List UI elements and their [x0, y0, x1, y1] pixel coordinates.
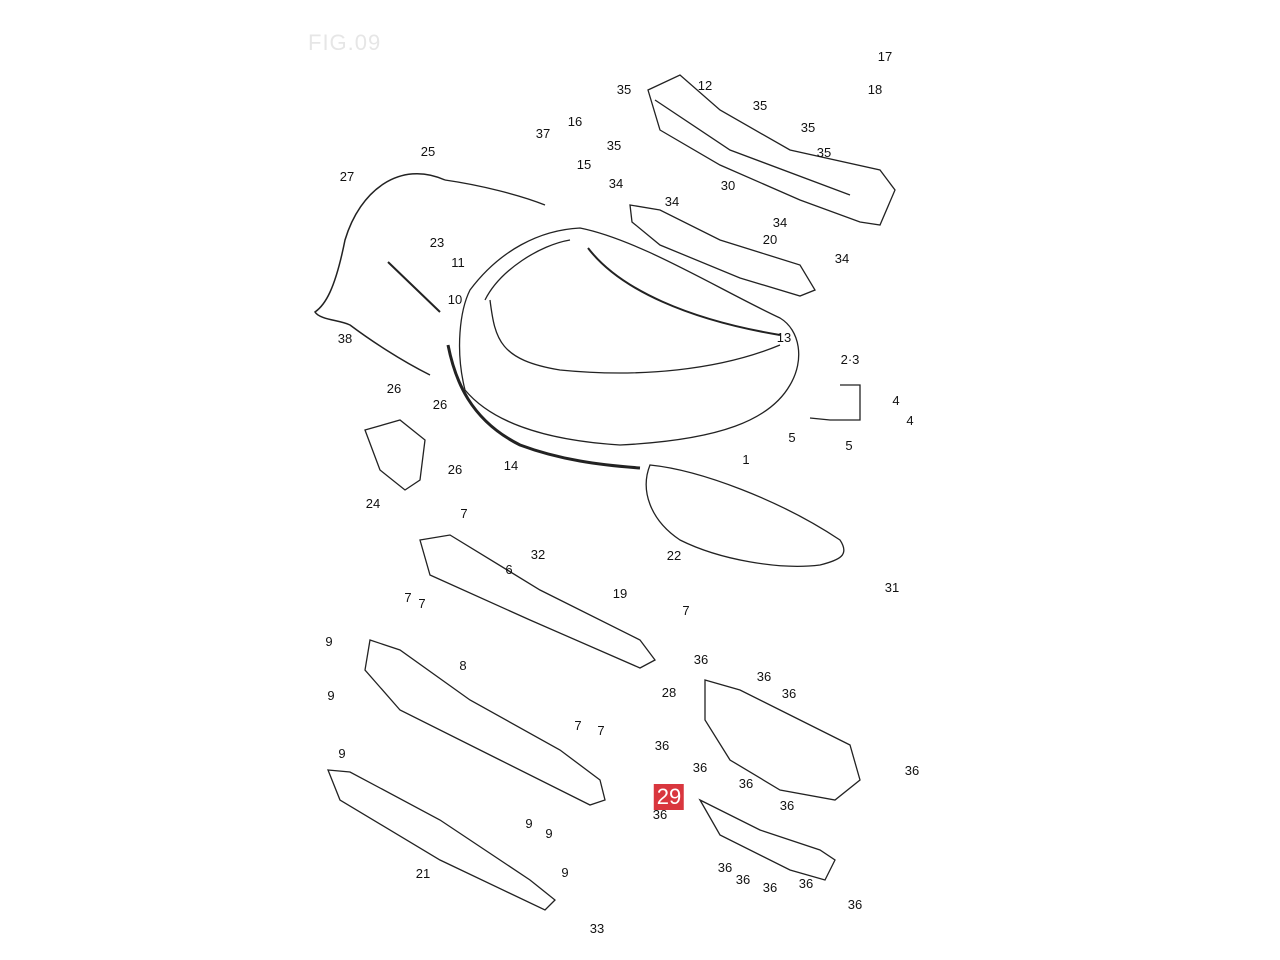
- callout-36[interactable]: 36: [738, 776, 754, 791]
- callout-36[interactable]: 36: [762, 880, 778, 895]
- callout-36[interactable]: 36: [735, 872, 751, 887]
- hood-release-cable: [313, 173, 446, 376]
- cowl-lower-panel: [629, 204, 816, 297]
- callout-17[interactable]: 17: [877, 49, 893, 64]
- callout-24[interactable]: 24: [365, 496, 381, 511]
- callout-9[interactable]: 9: [325, 634, 333, 649]
- callout-36[interactable]: 36: [798, 876, 814, 891]
- callout-13[interactable]: 13: [776, 330, 792, 345]
- callout-9[interactable]: 9: [525, 816, 533, 831]
- hood-insulator: [645, 464, 845, 567]
- callout-23[interactable]: 23: [429, 235, 445, 250]
- callout-7[interactable]: 7: [404, 590, 412, 605]
- callout-14[interactable]: 14: [503, 458, 519, 473]
- callout-30[interactable]: 30: [720, 178, 736, 193]
- callout-7[interactable]: 7: [597, 723, 605, 738]
- callout-9[interactable]: 9: [338, 746, 346, 761]
- callout-4[interactable]: 4: [892, 393, 900, 408]
- callout-36[interactable]: 36: [652, 807, 668, 822]
- callout-9[interactable]: 9: [545, 826, 553, 841]
- lower-crossmember: [327, 769, 556, 911]
- callout-38[interactable]: 38: [337, 331, 353, 346]
- callout-32[interactable]: 32: [530, 547, 546, 562]
- callout-21[interactable]: 21: [415, 866, 431, 881]
- callout-1[interactable]: 1: [742, 452, 750, 467]
- hood-panel: [458, 227, 800, 446]
- air-guide-lower: [698, 798, 836, 881]
- callout-11[interactable]: 11: [451, 255, 465, 270]
- callout-25[interactable]: 25: [420, 144, 436, 159]
- hood-latch: [364, 419, 426, 491]
- callout-18[interactable]: 18: [867, 82, 883, 97]
- callout-35[interactable]: 35: [752, 98, 768, 113]
- callout-28[interactable]: 28: [661, 685, 677, 700]
- callout-5[interactable]: 5: [845, 438, 853, 453]
- hood-front-seal: [446, 344, 641, 470]
- callout-4[interactable]: 4: [906, 413, 914, 428]
- callout-6[interactable]: 6: [505, 562, 513, 577]
- callout-36[interactable]: 36: [692, 760, 708, 775]
- callout-19[interactable]: 19: [612, 586, 628, 601]
- callout-36[interactable]: 36: [717, 860, 733, 875]
- callout-35[interactable]: 35: [616, 82, 632, 97]
- callout-34[interactable]: 34: [608, 176, 624, 191]
- callout-37[interactable]: 37: [535, 126, 551, 141]
- callout-26[interactable]: 26: [386, 381, 402, 396]
- callout-26[interactable]: 26: [432, 397, 448, 412]
- callout-26[interactable]: 26: [447, 462, 463, 477]
- callout-33[interactable]: 33: [589, 921, 605, 936]
- callout-36[interactable]: 36: [847, 897, 863, 912]
- callout-36[interactable]: 36: [781, 686, 797, 701]
- cowl-top-panel: [647, 74, 896, 226]
- callout-22[interactable]: 22: [666, 548, 682, 563]
- callout-36[interactable]: 36: [693, 652, 709, 667]
- callout-34[interactable]: 34: [772, 215, 788, 230]
- callout-27[interactable]: 27: [339, 169, 355, 184]
- callout-36[interactable]: 36: [654, 738, 670, 753]
- hood-hinge: [809, 384, 861, 421]
- callout-35[interactable]: 35: [800, 120, 816, 135]
- callout-10[interactable]: 10: [447, 292, 463, 307]
- callout-16[interactable]: 16: [567, 114, 583, 129]
- callout-36[interactable]: 36: [756, 669, 772, 684]
- figure-watermark: FIG.09: [308, 30, 382, 55]
- callout-8[interactable]: 8: [459, 658, 467, 673]
- hood-weatherstrip: [587, 247, 781, 336]
- callout-31[interactable]: 31: [884, 580, 900, 595]
- air-guide-bracket: [704, 679, 861, 801]
- callout-35[interactable]: 35: [816, 145, 832, 160]
- callout-12[interactable]: 12: [697, 78, 713, 93]
- callout-7[interactable]: 7: [682, 603, 690, 618]
- callout-36[interactable]: 36: [904, 763, 920, 778]
- callout-9[interactable]: 9: [327, 688, 335, 703]
- callout-2-3[interactable]: 2·3: [840, 352, 860, 367]
- callout-36[interactable]: 36: [779, 798, 795, 813]
- callout-29-highlighted[interactable]: 29: [653, 784, 685, 810]
- callout-9[interactable]: 9: [561, 865, 569, 880]
- callout-15[interactable]: 15: [576, 157, 592, 172]
- callout-5[interactable]: 5: [788, 430, 796, 445]
- callout-34[interactable]: 34: [664, 194, 680, 209]
- callout-20[interactable]: 20: [762, 232, 778, 247]
- front-bumper-reinforcement: [364, 639, 606, 806]
- callout-35[interactable]: 35: [606, 138, 622, 153]
- callout-7[interactable]: 7: [418, 596, 426, 611]
- hood-stay-rod: [387, 261, 441, 313]
- callout-34[interactable]: 34: [834, 251, 850, 266]
- callout-7[interactable]: 7: [460, 506, 468, 521]
- upper-crossmember: [419, 534, 656, 669]
- callout-7[interactable]: 7: [574, 718, 582, 733]
